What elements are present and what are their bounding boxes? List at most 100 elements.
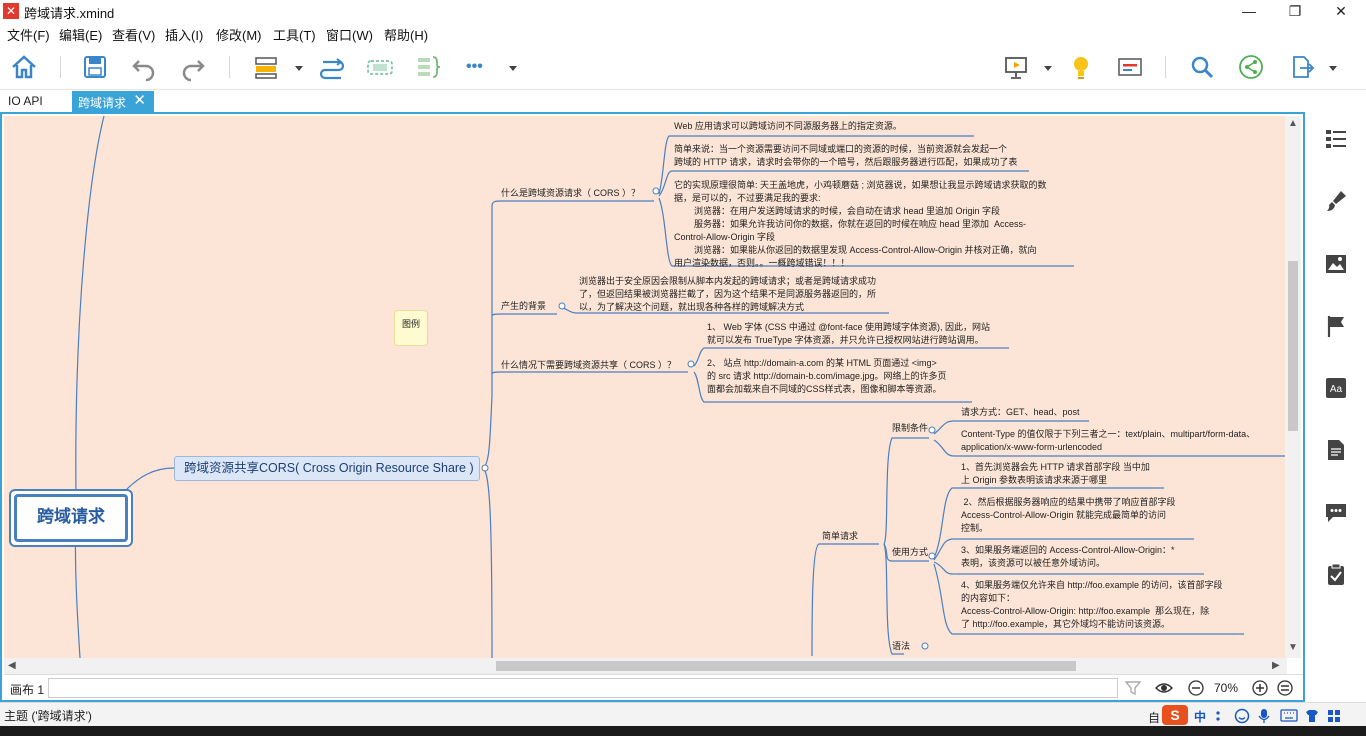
ime-language-toggle[interactable]: 中 xyxy=(1194,710,1207,724)
legend-box[interactable]: 图例 xyxy=(394,310,428,346)
format-brush-icon[interactable] xyxy=(1323,188,1349,214)
structure-icon[interactable] xyxy=(251,52,281,82)
punctuation-icon[interactable] xyxy=(1214,709,1228,723)
note-line: 的内容如下： xyxy=(961,593,1016,603)
export-dropdown-icon[interactable] xyxy=(1328,63,1338,73)
horizontal-scroll-thumb[interactable] xyxy=(496,661,1076,671)
horizontal-scrollbar[interactable]: ◀ ▶ xyxy=(4,658,1287,674)
menu-modify[interactable]: 修改(M) xyxy=(216,28,262,43)
image-icon[interactable] xyxy=(1323,251,1349,277)
menu-window[interactable]: 窗口(W) xyxy=(326,28,373,43)
note-line: 2、 站点 http://domain-a.com 的某 HTML 页面通过 <… xyxy=(707,358,937,368)
summary-icon[interactable] xyxy=(414,52,444,82)
note-text[interactable]: 简单来说：当一个资源需要访问不同域或端口的资源的时候，当前资源就会发起一个 跨域… xyxy=(674,143,1017,169)
editor-frame: 跨域请求 跨域资源共享CORS( Cross Origin Resource S… xyxy=(0,112,1305,702)
note-line: 面都会加载来自不同域的CSS样式表，图像和脚本等资源。 xyxy=(707,384,942,394)
sheet-tab[interactable]: 画布 1 xyxy=(10,683,45,697)
scroll-down-icon[interactable]: ▼ xyxy=(1288,642,1298,653)
search-icon[interactable] xyxy=(1187,52,1217,82)
window-title: 跨域请求.xmind xyxy=(24,6,115,21)
simple-request-node[interactable]: 简单请求 xyxy=(822,531,859,541)
presentation-dropdown-icon[interactable] xyxy=(1043,63,1053,73)
export-icon[interactable] xyxy=(1286,52,1316,82)
main-topic[interactable]: 跨域资源共享CORS( Cross Origin Resource Share … xyxy=(174,456,480,481)
scroll-right-icon[interactable]: ▶ xyxy=(1272,660,1280,671)
note-text[interactable]: Web 应用请求可以跨域访问不同源服务器上的指定资源。 xyxy=(674,120,902,133)
skin-icon[interactable] xyxy=(1304,708,1320,724)
keyboard-icon[interactable] xyxy=(1280,709,1298,722)
menu-tools[interactable]: 工具(T) xyxy=(273,28,316,43)
vertical-scroll-thumb[interactable] xyxy=(1288,261,1298,431)
share-icon[interactable] xyxy=(1236,52,1266,82)
branch-what-is-cors[interactable]: 什么是跨域资源请求（ CORS ）？ xyxy=(501,188,641,198)
tab-cross-domain[interactable]: 跨域请求 ✕ xyxy=(72,91,154,112)
eye-icon[interactable] xyxy=(1155,679,1173,697)
minimize-button[interactable]: — xyxy=(1242,3,1256,19)
relationship-icon[interactable] xyxy=(317,52,347,82)
zoom-out-icon[interactable] xyxy=(1187,679,1205,697)
zoom-in-icon[interactable] xyxy=(1251,679,1269,697)
usage-node[interactable]: 使用方式 xyxy=(892,547,929,557)
fit-icon[interactable] xyxy=(1276,679,1294,697)
vertical-scrollbar[interactable]: ▲ ▼ xyxy=(1285,116,1301,658)
toolbox-icon[interactable] xyxy=(1326,708,1342,724)
branch-background[interactable]: 产生的背景 xyxy=(501,301,547,311)
microphone-icon[interactable] xyxy=(1257,708,1271,724)
branch-when-needed[interactable]: 什么情况下需要跨域资源共享（ CORS ）？ xyxy=(501,360,677,370)
redo-icon[interactable] xyxy=(178,52,208,82)
presentation-icon[interactable] xyxy=(1001,52,1031,82)
limit-item[interactable]: Content-Type 的值仅限于下列三者之一：text/plain、mult… xyxy=(961,428,1255,454)
menu-help[interactable]: 帮助(H) xyxy=(384,28,429,43)
menu-insert[interactable]: 插入(I) xyxy=(165,28,204,43)
restore-button[interactable]: ❐ xyxy=(1288,3,1302,19)
scroll-left-icon[interactable]: ◀ xyxy=(8,660,16,671)
usage-item[interactable]: 3、如果服务端返回的 Access-Control-Allow-Origin：*… xyxy=(961,544,1175,570)
title-bar: ✕ 跨域请求.xmind — ❐ ✕ xyxy=(0,0,1366,22)
menu-view[interactable]: 查看(V) xyxy=(112,28,156,43)
marker-flag-icon[interactable] xyxy=(1323,313,1349,339)
note-line: 了，但返回结果被浏览器拦截了，因为这个结果不是同源服务器返回的，所 xyxy=(579,289,877,299)
more-icon[interactable]: ••• xyxy=(466,58,483,75)
outline-icon[interactable] xyxy=(1323,126,1349,152)
syntax-node[interactable]: 语法 xyxy=(892,641,911,651)
usage-item[interactable]: 1、首先浏览器会先 HTTP 请求首部字段 当中加 上 Origin 参数表明该… xyxy=(961,461,1150,487)
note-line: 以，为了解决这个问题，就出现各种各样的跨域解决方式 xyxy=(579,302,805,312)
menu-edit[interactable]: 编辑(E) xyxy=(59,28,103,43)
structure-dropdown-icon[interactable] xyxy=(294,63,304,73)
usage-item[interactable]: 2、然后根据服务器响应的结果中携带了响应首部字段 Access-Control-… xyxy=(961,496,1176,535)
note-line: Control-Allow-Origin 字段 xyxy=(674,232,776,242)
toolbar-separator xyxy=(60,56,61,78)
boundary-icon[interactable] xyxy=(365,52,395,82)
comment-icon[interactable] xyxy=(1323,499,1349,525)
text-style-icon[interactable]: Aa xyxy=(1323,375,1349,401)
tab-io-api[interactable]: IO API xyxy=(8,94,43,108)
filter-icon[interactable] xyxy=(1124,679,1142,697)
gantt-icon[interactable] xyxy=(1115,52,1145,82)
task-icon[interactable] xyxy=(1323,561,1349,587)
more-dropdown-icon[interactable] xyxy=(508,63,518,73)
save-icon[interactable] xyxy=(80,52,110,82)
notes-icon[interactable] xyxy=(1323,437,1349,463)
undo-icon[interactable] xyxy=(129,52,159,82)
idea-icon[interactable] xyxy=(1066,52,1096,82)
limit-item[interactable]: 请求方式：GET、head、post xyxy=(961,406,1080,419)
mind-map-canvas[interactable]: 跨域请求 跨域资源共享CORS( Cross Origin Resource S… xyxy=(4,116,1285,658)
menu-file[interactable]: 文件(F) xyxy=(7,28,50,43)
home-icon[interactable] xyxy=(9,52,39,82)
close-tab-icon[interactable]: ✕ xyxy=(133,92,146,109)
scroll-up-icon[interactable]: ▲ xyxy=(1288,118,1298,129)
sheet-name-field[interactable] xyxy=(48,678,1118,698)
note-text[interactable]: 浏览器出于安全原因会限制从脚本内发起的跨域请求；或者是跨域请求成功 了，但返回结… xyxy=(579,275,876,314)
central-topic-label: 跨域请求 xyxy=(37,507,105,526)
close-window-button[interactable]: ✕ xyxy=(1335,3,1347,19)
limits-node[interactable]: 限制条件 xyxy=(892,423,929,433)
note-line: 1、首先浏览器会先 HTTP 请求首部字段 当中加 xyxy=(961,462,1150,472)
note-text[interactable]: 它的实现原理很简单: 天王盖地虎，小鸡顿蘑菇 ; 浏览器说，如果想让我显示跨域请… xyxy=(674,179,1047,270)
central-topic[interactable]: 跨域请求 xyxy=(9,489,133,547)
note-text[interactable]: 1、 Web 字体 (CSS 中通过 @font-face 使用跨域字体资源),… xyxy=(707,321,990,347)
usage-item[interactable]: 4、如果服务端仅允许来自 http://foo.example 的访问，该首部字… xyxy=(961,579,1223,631)
emoji-icon[interactable] xyxy=(1234,708,1250,724)
svg-text:Aa: Aa xyxy=(1330,384,1343,395)
note-text[interactable]: 2、 站点 http://domain-a.com 的某 HTML 页面通过 <… xyxy=(707,357,947,396)
ime-logo-icon[interactable]: S xyxy=(1162,705,1188,725)
